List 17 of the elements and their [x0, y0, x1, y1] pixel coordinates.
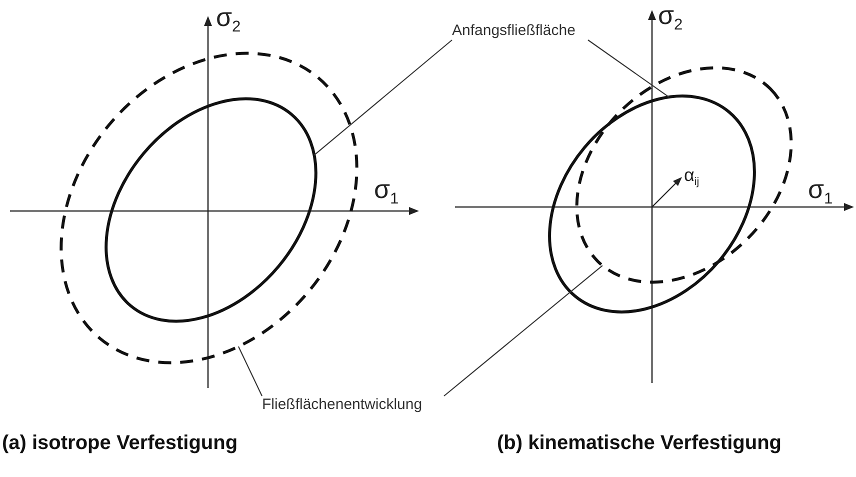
axis-symbol: σ$_{1}$: [374, 176, 399, 208]
leader-line: [444, 265, 603, 396]
yield-surface: [548, 94, 756, 314]
subfigure-caption: (a) isotrope Verfestigung: [2, 432, 238, 455]
dashed-yield-surface: [575, 66, 793, 284]
axis-symbol: σ$_{2}$: [216, 4, 241, 36]
axis-symbol: α$_{ij}$: [684, 166, 700, 188]
dashed-yield-surface: [60, 52, 358, 364]
surface-label: Anfangsfließfläche: [452, 22, 576, 40]
leader-line: [588, 40, 670, 98]
subfigure-caption: (b) kinematische Verfestigung: [497, 432, 782, 455]
axis-symbol: σ$_{2}$: [658, 2, 683, 34]
yield-surface: [104, 97, 318, 323]
leader-line: [314, 40, 452, 156]
leader-line: [238, 346, 262, 396]
axis-symbol: σ$_{1}$: [808, 176, 833, 208]
surface-label: Fließflächenentwicklung: [262, 396, 422, 414]
